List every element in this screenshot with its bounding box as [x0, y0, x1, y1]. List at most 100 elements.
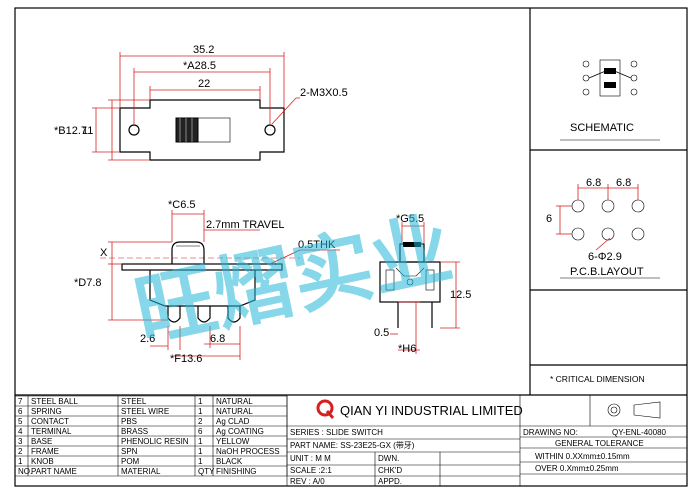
mount-hole-right — [264, 124, 276, 136]
pcb-pitch-b: 6.8 — [616, 177, 631, 189]
bom-cell-part: SPRING — [31, 407, 62, 416]
chkd-label: CHK'D — [378, 466, 402, 475]
dwn-label: DWN. — [378, 454, 399, 463]
dim-pin-pitch: 6.8 — [210, 333, 225, 345]
mount-hole-left — [128, 124, 140, 136]
company-logo — [316, 399, 335, 419]
bom-cell-qty: 1 — [198, 407, 203, 416]
bom-cell-finish: BLACK — [216, 457, 243, 466]
bom-cell-no: 6 — [18, 407, 23, 416]
schematic-label: SCHEMATIC — [570, 122, 634, 134]
title-block: QIAN YI INDUSTRIAL LIMITED SERIES : SLID… — [286, 395, 687, 486]
bom-cell-part: PART NAME — [31, 467, 77, 476]
company-name: QIAN YI INDUSTRIAL LIMITED — [340, 403, 523, 418]
series: SERIES : SLIDE SWITCH — [290, 428, 383, 437]
bom-cell-no: 2 — [18, 447, 23, 456]
bom-row: 7 STEEL BALL STEEL 1 NATURAL — [18, 397, 253, 406]
part-name: PART NAME: SS-23E25-GX (带牙) — [290, 441, 415, 450]
bom-cell-part: TERMINAL — [31, 427, 72, 436]
unit: UNIT : M M — [290, 454, 331, 463]
dim-h-pin: *H6 — [398, 343, 416, 355]
bom-cell-part: CONTACT — [31, 417, 69, 426]
bom-row: 6 SPRING STEEL WIRE 1 NATURAL — [18, 407, 253, 416]
scale: SCALE :2:1 — [290, 466, 332, 475]
dim-pin-thk: 0.5 — [374, 327, 389, 339]
bom-cell-qty: 1 — [198, 447, 203, 456]
bom-cell-no: 4 — [18, 427, 23, 436]
bom-cell-finish: YELLOW — [216, 437, 250, 446]
bom-cell-material: STEEL — [121, 397, 147, 406]
bom-row: 1 KNOB POM 1 BLACK — [18, 457, 243, 466]
side-view: *C6.5 2.7mm TRAVEL 0.5THK X *D7.8 2.6 6.… — [74, 199, 340, 365]
schematic: SCHEMATIC — [560, 59, 660, 141]
bom-cell-material: PBS — [121, 417, 137, 426]
pcb-hole-size: 6-Φ2.9 — [588, 251, 622, 263]
dim-11: 11 — [82, 125, 93, 137]
bom-cell-finish: FINISHING — [216, 467, 256, 476]
critical-note: * CRITICAL DIMENSION — [550, 374, 645, 384]
bom-cell-material: POM — [121, 457, 140, 466]
dim-body-width: 22 — [198, 78, 210, 90]
bom-row: 4 TERMINAL BRASS 6 Ag COATING — [18, 427, 264, 436]
bom-cell-qty: 1 — [198, 457, 203, 466]
bom-row: 5 CONTACT PBS 2 Ag CLAD — [18, 417, 250, 426]
dim-end-height: 12.5 — [450, 289, 471, 301]
bom-cell-part: STEEL BALL — [31, 397, 78, 406]
watermark: 旺熠实业 — [127, 202, 459, 359]
rev: REV : A/0 — [290, 477, 325, 486]
bom-cell-material: SPN — [121, 447, 138, 456]
appd-label: APPD. — [378, 477, 402, 486]
bom-cell-qty: 2 — [198, 417, 203, 426]
bom-row: 2 FRAME SPN 1 NaOH PROCESS — [18, 447, 280, 456]
general-tolerance: GENERAL TOLERANCE — [555, 439, 644, 448]
bom-cell-no: 1 — [18, 457, 23, 466]
bom-cell-qty: 1 — [198, 437, 203, 446]
outer-frame — [14, 7, 688, 487]
hole-note: 2-M3X0.5 — [300, 87, 348, 99]
top-view: 35.2 *A28.5 22 *B12.7 11 2-M3X0.5 — [54, 44, 348, 161]
dim-pin-width: 2.6 — [140, 333, 155, 345]
bom-cell-qty: 6 — [198, 427, 203, 436]
dim-f-span: *F13.6 — [170, 353, 202, 365]
bom-cell-material: PHENOLIC RESIN — [121, 437, 189, 446]
bom-cell-qty: QTY — [198, 467, 215, 476]
datum-x: X — [100, 247, 108, 259]
bom-cell-no: 3 — [18, 437, 23, 446]
end-view: *G5.5 12.5 0.5 *H6 — [374, 213, 471, 355]
drawing-no: QY-ENL-40080 — [612, 428, 667, 437]
bom-cell-no: NO. — [18, 467, 32, 476]
dim-travel: 2.7mm TRAVEL — [206, 219, 284, 231]
bom-cell-part: KNOB — [31, 457, 54, 466]
tolerance-over: OVER 0.Xmm±0.25mm — [535, 464, 619, 473]
bom-cell-material: BRASS — [121, 427, 148, 436]
bom-row: 3 BASE PHENOLIC RESIN 1 YELLOW — [18, 437, 250, 446]
bom-cell-finish: NATURAL — [216, 407, 253, 416]
pcb-pitch-a: 6.8 — [586, 177, 601, 189]
dim-a-hole-pitch: *A28.5 — [183, 60, 216, 72]
dim-overall-width: 35.2 — [193, 44, 214, 56]
bom-cell-finish: Ag CLAD — [216, 417, 250, 426]
pcb-row-pitch: 6 — [546, 213, 552, 225]
bom-cell-no: 7 — [18, 397, 23, 406]
bom-cell-no: 5 — [18, 417, 23, 426]
dim-thickness: 0.5THK — [298, 239, 336, 251]
pcb-label: P.C.B.LAYOUT — [570, 266, 644, 278]
dim-g-knob: *G5.5 — [396, 213, 424, 225]
bom-cell-finish: NATURAL — [216, 397, 253, 406]
tolerance-within: WITHIN 0.XXmm±0.15mm — [535, 452, 630, 461]
bom-cell-material: MATERIAL — [121, 467, 161, 476]
drawing-no-label: DRAWING NO: — [523, 428, 578, 437]
bom-cell-qty: 1 — [198, 397, 203, 406]
pcb-layout: 6.8 6.8 6 6-Φ2.9 P.C.B.LAYOUT — [546, 177, 660, 279]
bom-cell-finish: Ag COATING — [216, 427, 264, 436]
bom-cell-part: BASE — [31, 437, 52, 446]
projection-symbol — [607, 401, 661, 419]
dim-d-height: *D7.8 — [74, 277, 102, 289]
bom-cell-material: STEEL WIRE — [121, 407, 169, 416]
dim-b-height: *B12.7 — [54, 125, 87, 137]
bom-cell-finish: NaOH PROCESS — [216, 447, 280, 456]
bom-cell-part: FRAME — [31, 447, 59, 456]
